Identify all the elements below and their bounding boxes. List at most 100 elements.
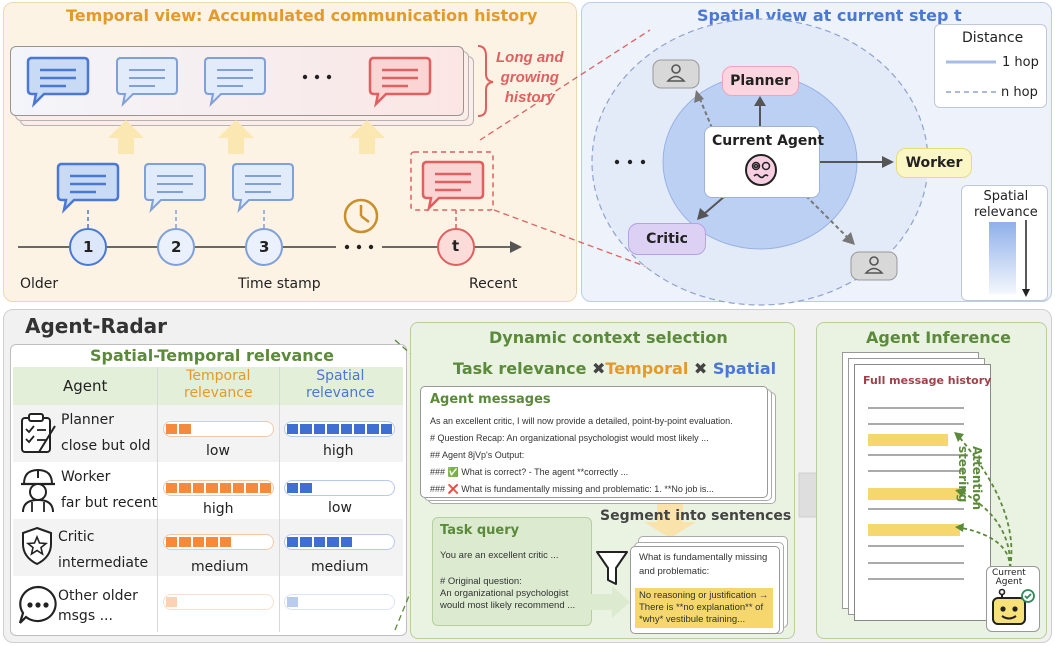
legend-title: Distance xyxy=(962,30,1024,46)
bar-segment xyxy=(192,537,205,547)
agent-inference-title: Agent Inference xyxy=(866,328,1011,347)
col-divider-1 xyxy=(157,367,158,632)
bar-segment xyxy=(179,537,191,547)
relevance-down-arrow xyxy=(1022,220,1030,297)
spatial-bar-planner xyxy=(284,421,395,437)
segment-line-1: What is fundamentally missing xyxy=(639,552,768,563)
bar-segment xyxy=(327,537,339,547)
task-query-card xyxy=(432,517,592,626)
worker-node: Worker xyxy=(896,148,972,178)
spatial-relevance-gradient xyxy=(989,222,1016,294)
row-planner-name: Planner xyxy=(61,412,115,428)
critic-spatial-value: medium xyxy=(311,559,369,575)
planner-temporal-value: low xyxy=(206,443,230,459)
planner-node: Planner xyxy=(722,66,799,96)
row-critic-name: Critic xyxy=(58,529,95,545)
bar-segment xyxy=(166,483,178,493)
highlight-line-2: There is **no explanation** of xyxy=(639,602,764,613)
row-other-name: Other older xyxy=(58,588,138,604)
older-label: Older xyxy=(20,276,59,292)
temporal-view-title: Temporal view: Accumulated communication… xyxy=(66,6,538,25)
agent-messages-card xyxy=(420,386,768,498)
spatial-relevance-label: Spatial relevance xyxy=(974,189,1038,220)
highlighted-segment xyxy=(635,588,773,628)
bar-segment xyxy=(340,537,352,547)
col-agent: Agent xyxy=(63,377,108,395)
row-critic-desc: intermediate xyxy=(58,555,149,571)
row-worker-name: Worker xyxy=(61,469,111,485)
step-label-3: 3 xyxy=(259,238,270,256)
segment-line-2: and problematic: xyxy=(639,566,710,577)
distance-legend xyxy=(934,24,1047,108)
row-other-desc: msgs ... xyxy=(58,608,113,624)
worker-temporal-value: high xyxy=(203,501,234,517)
bar-segment xyxy=(313,537,326,547)
bar-segment xyxy=(300,483,312,493)
spatial-bar-worker xyxy=(284,480,395,496)
temporal-bar-worker xyxy=(163,480,274,496)
task-query-line-1: You are an excellent critic ... xyxy=(440,550,559,561)
step-label-2: 2 xyxy=(171,238,182,256)
bar-segment xyxy=(219,537,231,547)
bar-segment xyxy=(232,483,245,493)
planner-spatial-value: high xyxy=(323,443,354,459)
legend-1hop: 1 hop xyxy=(1002,55,1039,70)
relevance-table-title: Spatial-Temporal relevance xyxy=(90,346,335,365)
legend-nhop: n hop xyxy=(1001,85,1038,100)
bar-segment xyxy=(300,424,312,434)
bar-segment xyxy=(340,424,352,434)
spatial-bar-critic xyxy=(284,534,395,550)
history-label: Long and growing history xyxy=(496,49,564,106)
step-label-1: 1 xyxy=(83,238,94,256)
bar-segment xyxy=(206,537,218,547)
segment-label: Segment into sentences xyxy=(600,508,792,524)
row-worker-desc: far but recent xyxy=(61,495,158,511)
temporal-graphics xyxy=(18,45,522,266)
critic-node: Critic xyxy=(628,223,706,255)
message-line-1: As an excellent critic, I will now provi… xyxy=(430,416,733,426)
highlight-line-3: *why* vestibule training... xyxy=(639,614,746,625)
history-doc-lines xyxy=(868,407,964,580)
row-planner-desc: close but old xyxy=(61,438,151,454)
bar-segment xyxy=(287,537,299,547)
task-query-line-5: would most likely recommend ... xyxy=(440,600,576,611)
col-divider-2 xyxy=(279,367,280,632)
relevance-formula: Task relevance ✖Temporal ✖ Spatial xyxy=(453,359,777,378)
chat-ellipsis-icon xyxy=(18,585,57,624)
worker-spatial-value: low xyxy=(328,500,352,516)
agent-messages-title: Agent messages xyxy=(430,392,551,407)
shield-star-icon xyxy=(22,526,52,566)
full-history-title: Full message history xyxy=(863,374,992,387)
temporal-bar-planner xyxy=(163,421,274,437)
table-header-row xyxy=(13,367,403,405)
message-line-2: # Question Recap: An organizational psyc… xyxy=(430,433,709,443)
bar-segment xyxy=(166,597,178,607)
bar-segment xyxy=(246,483,258,493)
agent-radar-title: Agent-Radar xyxy=(25,314,168,338)
dizzy-face-icon xyxy=(745,154,777,186)
bar-segment xyxy=(287,424,299,434)
message-line-5: ### ❌ What is fundamentally missing and … xyxy=(430,484,714,494)
legend-lines xyxy=(946,60,996,93)
worker-helmet-icon xyxy=(21,468,55,513)
critic-temporal-value: medium xyxy=(191,559,249,575)
bar-segment xyxy=(206,483,218,493)
bar-segment xyxy=(287,483,299,493)
bar-segment xyxy=(166,537,178,547)
bar-segment xyxy=(327,424,339,434)
bar-segment xyxy=(219,483,231,493)
task-query-line-3: # Original question: xyxy=(440,576,522,587)
message-line-3: ## Agent 8jVp's Output: xyxy=(430,450,525,460)
bar-segment xyxy=(313,424,326,434)
temporal-bar-critic xyxy=(163,534,274,550)
recent-label: Recent xyxy=(469,276,518,292)
dynamic-selection-title: Dynamic context selection xyxy=(489,328,728,347)
bar-segment xyxy=(367,424,379,434)
bar-segment xyxy=(300,537,312,547)
bar-segment xyxy=(166,424,178,434)
bar-segment xyxy=(353,424,366,434)
